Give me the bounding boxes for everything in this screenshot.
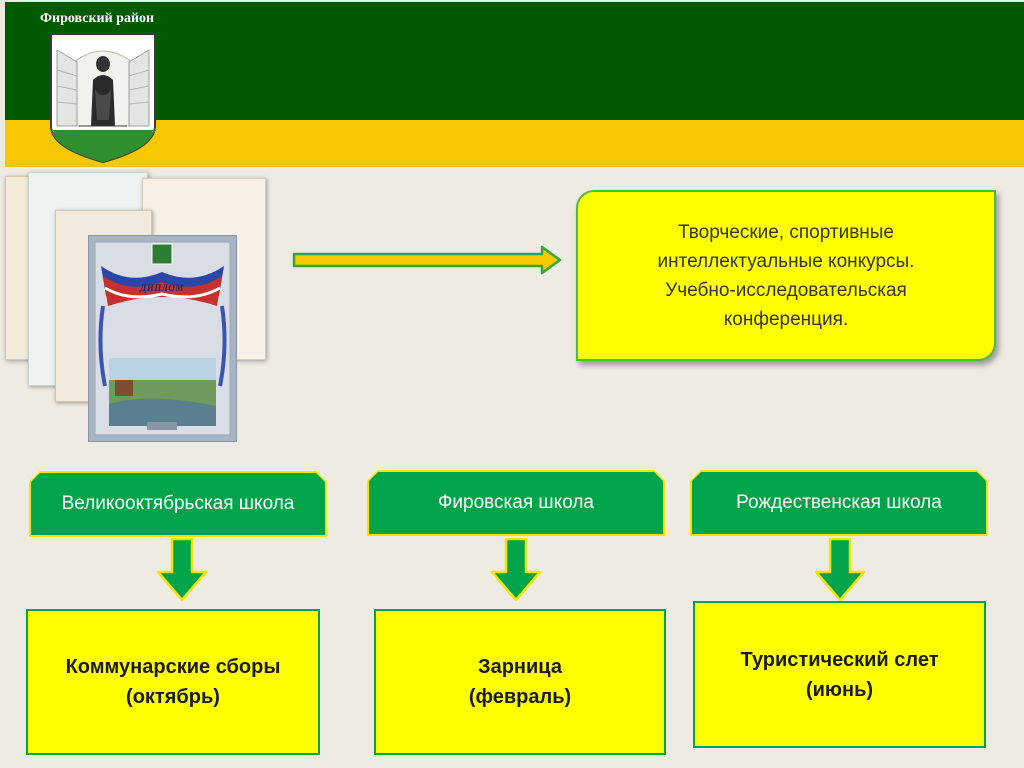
header-stripe [5,120,1024,167]
event-period: (июнь) [805,678,874,701]
event-title: Коммунарские сборы [65,656,281,678]
event-period: (февраль) [468,686,572,708]
region-title: Фировский район [40,11,155,26]
school-box: Рождественская школа [690,470,988,536]
school-label: Рождественская школа [692,472,986,534]
down-arrow-icon [156,538,208,602]
activities-line: Учебно-исследовательская [665,279,907,301]
diploma-image: ДИПЛОМ [88,235,237,442]
event-title: Зарница [478,656,562,678]
coat-of-arms-icon [50,33,156,164]
diploma-title: ДИПЛОМ [140,283,184,293]
event-box: Зарница (февраль) [374,609,666,755]
school-box: Фировская школа [367,470,665,536]
school-label: Великооктябрьская школа [31,473,325,535]
activities-line: конференция. [723,308,849,330]
right-arrow-icon [292,245,562,275]
event-box: Туристический слет (июнь) [693,601,986,748]
event-period: (октябрь) [126,686,220,708]
activities-box: Творческие, спортивные интеллектуальные … [576,190,996,361]
header-banner [5,2,1024,120]
activities-line: Творческие, спортивные [677,221,894,243]
event-box: Коммунарские сборы (октябрь) [26,609,320,755]
down-arrow-icon [814,538,866,602]
school-label: Фировская школа [369,472,663,534]
activities-line: интеллектуальные конкурсы. [657,250,915,272]
down-arrow-icon [490,538,542,602]
event-title: Туристический слет [740,648,939,671]
school-box: Великооктябрьская школа [29,471,327,537]
